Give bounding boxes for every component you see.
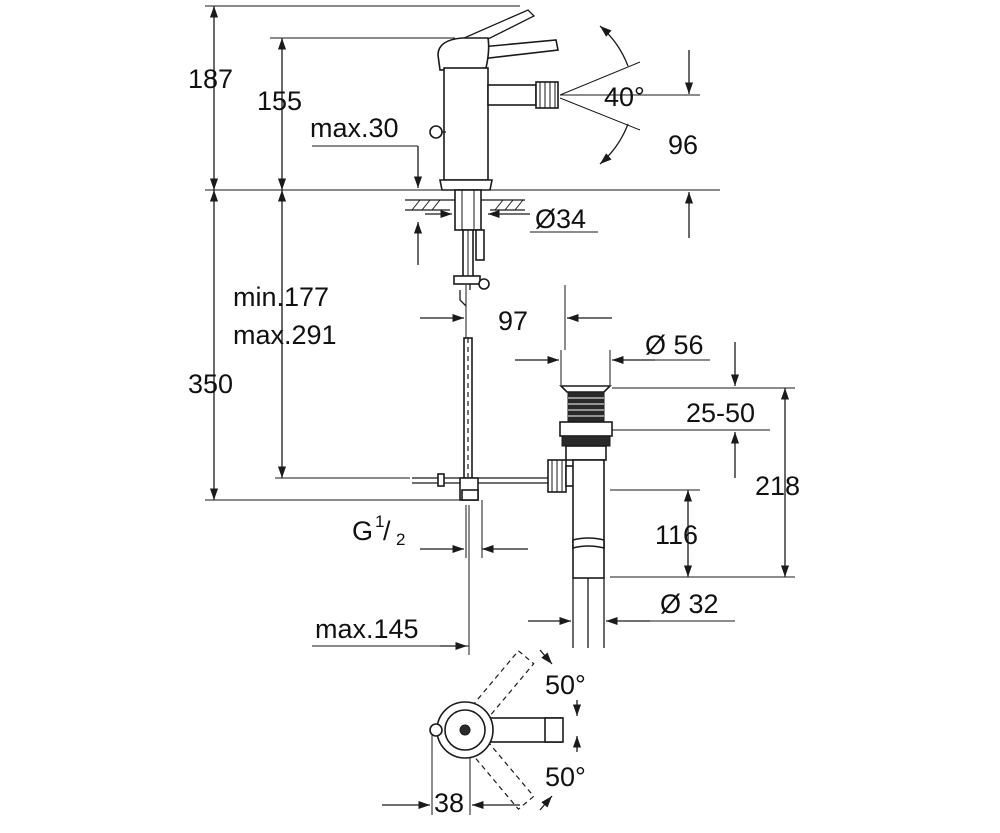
label-218: 218 [755,471,800,501]
label-350: 350 [188,369,233,399]
label-max291: max.291 [233,320,337,350]
label-50deg-bottom: 50° [545,762,586,792]
label-25-50: 25-50 [686,398,755,428]
label-40deg: 40° [604,82,645,112]
label-116: 116 [655,520,698,550]
label-max30: max.30 [310,113,399,143]
label-max145: max.145 [315,614,419,644]
label-dia56: Ø 56 [645,330,704,360]
dimension-lines [205,5,795,815]
mixer-body [429,9,559,191]
svg-text:2: 2 [396,530,405,549]
label-96: 96 [668,130,698,160]
plan-view [429,649,564,811]
svg-text:/: / [383,516,391,546]
deck-section [405,189,525,231]
label-dia32: Ø 32 [660,589,719,619]
dimension-labels: 187 155 max.30 40° 96 Ø34 min.177 max.29… [188,64,800,818]
label-38: 38 [434,788,464,818]
label-50deg-top: 50° [545,670,586,700]
svg-text:1: 1 [375,512,384,531]
label-min177: min.177 [233,282,329,312]
waste-assembly [547,385,613,648]
label-dia34: Ø34 [535,204,586,234]
svg-text:G: G [352,516,373,546]
supply-hoses [412,229,555,501]
label-187: 187 [188,64,233,94]
label-g-half: G 1 / 2 [352,512,405,549]
label-155: 155 [257,86,302,116]
label-97: 97 [498,306,528,336]
